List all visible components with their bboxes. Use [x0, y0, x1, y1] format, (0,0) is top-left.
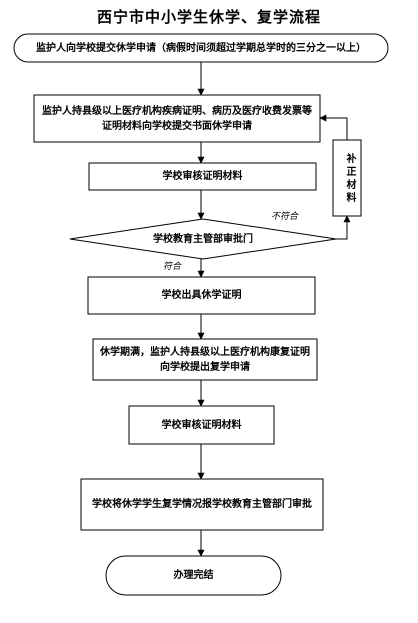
supplement-materials-text: 补正材料 [344, 153, 355, 205]
end-step-label: 办理完结 [106, 556, 281, 595]
resume-step-label: 休学期满，监护人持县级以上医疗机构康复证明向学校提出复学申请 [100, 339, 310, 380]
report-step-text: 学校将休学学生复学情况报学校教育主管部门审批 [92, 499, 312, 510]
step-resume-application-box [92, 338, 318, 381]
loop-decision-to-supplement [336, 215, 351, 240]
review-step-label-2: 学校审核证明材料 [129, 406, 274, 444]
certificate-step-label: 学校出具休学证明 [88, 277, 315, 314]
review-step-text-1: 学校审核证明材料 [162, 171, 243, 182]
loop-supplement-to-submit [319, 114, 348, 140]
review-step-text-2: 学校审核证明材料 [161, 419, 242, 431]
end-terminal [105, 555, 282, 596]
review-step-label-1: 学校审核证明材料 [89, 163, 316, 190]
report-step-label: 学校将休学学生复学情况报学校教育主管部门审批 [88, 479, 316, 530]
start-step-text: 监护人向学校提交休学申请（病假时间须超过学期总学时的三分之一以上） [36, 42, 366, 54]
submit-step-label: 监护人持县级以上医疗机构疾病证明、病历及医疗收费发票等证明材料向学校提交书面休学… [40, 95, 314, 142]
decision-label: 学校教育主管部审批门 [110, 229, 296, 249]
decision-text: 学校教育主管部审批门 [153, 233, 253, 245]
end-step-text: 办理完结 [173, 570, 214, 581]
step-issue-certificate-box [87, 276, 316, 315]
resume-step-text: 休学期满，监护人持县级以上医疗机构康复证明向学校提出复学申请 [100, 346, 310, 373]
submit-step-text: 监护人持县级以上医疗机构疾病证明、病历及医疗收费发票等证明材料向学校提交书面休学… [42, 105, 312, 132]
step-submit-materials-box [33, 94, 321, 143]
label-not-compliant: 不符合 [271, 212, 299, 222]
step-report-approval-box [80, 478, 324, 531]
page-title: 西宁市中小学生休学、复学流程 [96, 8, 321, 26]
start-step-label: 监护人向学校提交休学申请（病假时间须超过学期总学时的三分之一以上） [20, 34, 382, 62]
label-compliant: 符合 [163, 262, 182, 272]
step-review-box-2 [128, 405, 275, 445]
certificate-step-text: 学校出具休学证明 [161, 290, 242, 301]
